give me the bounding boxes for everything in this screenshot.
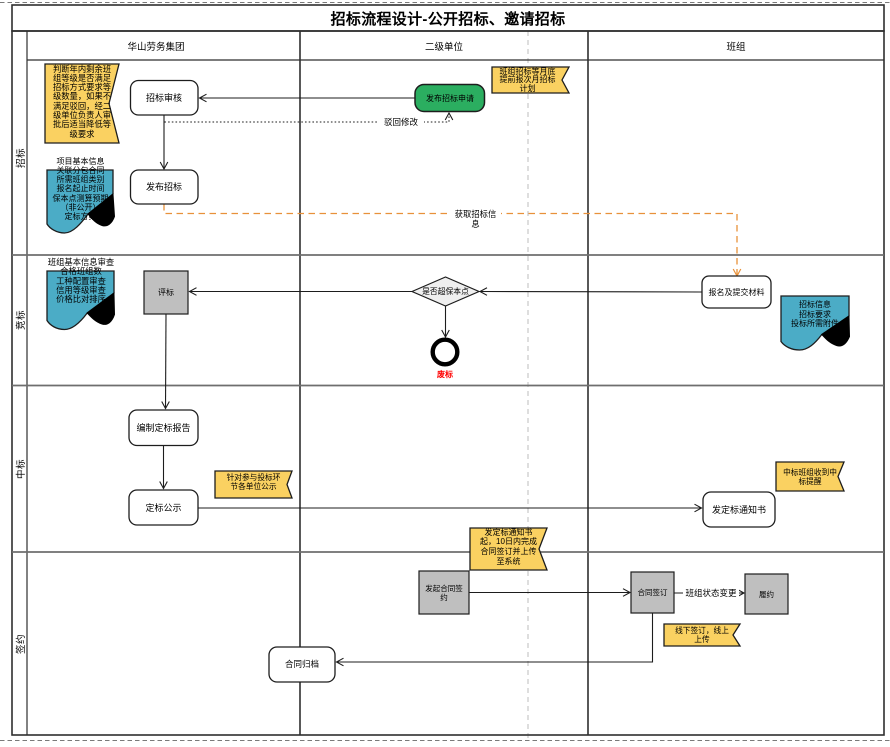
- flow-evaluate-to-report: [161, 313, 170, 410]
- edge-label-reject-modify: 驳回修改: [378, 117, 424, 127]
- end-event-invalid-bid[interactable]: [430, 337, 460, 367]
- note-award-reminder-text: 中标班组收到中 标提醒: [783, 467, 837, 486]
- task-register-and-submit-label: 报名及提交材料: [708, 287, 765, 297]
- task-bid-review[interactable]: [129, 79, 199, 116]
- task-evaluate-bid[interactable]: [143, 270, 189, 315]
- task-award-publicity-label: 定标公示: [145, 502, 182, 513]
- pool-frame: [11, 30, 885, 736]
- note-evaluate-items-text: 班组基本信息审查 合格班组数 工种配置审查 信用等级审查 价格比对排序: [47, 257, 115, 305]
- note-publish-info-text: 项目基本信息 关联分包合同 所需班组类别 报名起止时间 保本点测算预期 （非公开…: [52, 156, 109, 222]
- task-contract-sign[interactable]: [630, 571, 675, 614]
- note-bid-info-text: 招标信息 招标要求 投标所需附件: [791, 300, 839, 328]
- task-publish-bid-label: 发布招标: [145, 182, 182, 192]
- task-initiate-contract-sign-label: 发起合同签约: [425, 583, 463, 602]
- note-grade-check-text: 判断年内剩余班 组等级是否满足 招标方式要求等 级数量，如果不 满足驳回，经二 …: [52, 63, 112, 139]
- note-publish-info-fold: [87, 193, 116, 227]
- task-prepare-award-report[interactable]: [128, 409, 199, 447]
- row-label-winning: 中标: [15, 459, 27, 480]
- note-sign-deadline-text: 发定标通知书 起，10日内完成 合同签订并上传 至系统: [480, 527, 537, 566]
- task-initiate-contract-sign[interactable]: [418, 570, 470, 615]
- task-publish-bid[interactable]: [129, 169, 199, 205]
- task-perform-contract[interactable]: [744, 573, 789, 615]
- task-contract-sign-label: 合同签订: [637, 588, 668, 597]
- task-perform-contract-label: 履约: [759, 589, 774, 599]
- note-grade-check-shape[interactable]: [44, 63, 120, 144]
- edge-label-crew-status-change: 班组状态变更: [683, 588, 739, 598]
- task-evaluate-bid-label: 评标: [158, 288, 174, 297]
- gateway-over-breakeven[interactable]: [410, 276, 481, 307]
- flow-reject-modify: [163, 111, 454, 123]
- flow-sign-to-archive: [335, 613, 654, 667]
- task-prepare-award-report-label: 编制定标报告: [136, 422, 191, 433]
- note-monthly-plan-shape[interactable]: [491, 66, 571, 94]
- task-archive-contract[interactable]: [268, 646, 336, 683]
- note-publicity-scope-text: 针对参与投标环 节各单位公示: [226, 473, 281, 491]
- diagram-title: 招标流程设计-公开招标、邀请招标: [330, 10, 566, 28]
- edge-label-fetch-bid-info: 获取招标信息: [450, 208, 501, 229]
- lane-header-group: 华山劳务集团: [127, 41, 185, 53]
- note-monthly-plan-text: 班组招标等月底 提前报次月招标 计划: [499, 66, 556, 93]
- task-bid-review-label: 招标审核: [145, 92, 182, 103]
- lane-header-crew: 班组: [726, 41, 746, 53]
- gateway-over-breakeven-label: 是否超保本点: [422, 287, 469, 296]
- note-evaluate-items-fold: [86, 292, 116, 325]
- note-offline-sign-shape[interactable]: [663, 623, 742, 647]
- row-label-competing: 竞标: [15, 310, 27, 331]
- row-label-bidding: 招标: [15, 147, 27, 168]
- task-issue-award-notice-label: 发定标通知书: [711, 504, 766, 515]
- note-bid-info-fold: [821, 315, 851, 347]
- end-event-invalid-bid-label: 废标: [437, 370, 453, 379]
- task-publish-bid-request-label: 发布招标申请: [426, 93, 474, 103]
- task-archive-contract-label: 合同归档: [284, 659, 319, 669]
- row-label-signing: 签约: [15, 633, 27, 654]
- task-award-publicity[interactable]: [128, 489, 199, 526]
- lane-header-unit: 二级单位: [424, 41, 463, 53]
- task-publish-bid-request[interactable]: [414, 83, 486, 113]
- note-award-reminder-shape[interactable]: [775, 461, 845, 492]
- flow-register-to-gateway: [478, 287, 703, 296]
- note-publicity-scope-shape[interactable]: [214, 470, 293, 499]
- note-offline-sign-text: 线下签订，线上 上传: [675, 625, 729, 644]
- task-register-and-submit[interactable]: [701, 275, 772, 309]
- task-issue-award-notice[interactable]: [702, 491, 776, 528]
- flow-fetch-bid-info: [163, 204, 742, 278]
- note-sign-deadline-shape[interactable]: [469, 527, 548, 571]
